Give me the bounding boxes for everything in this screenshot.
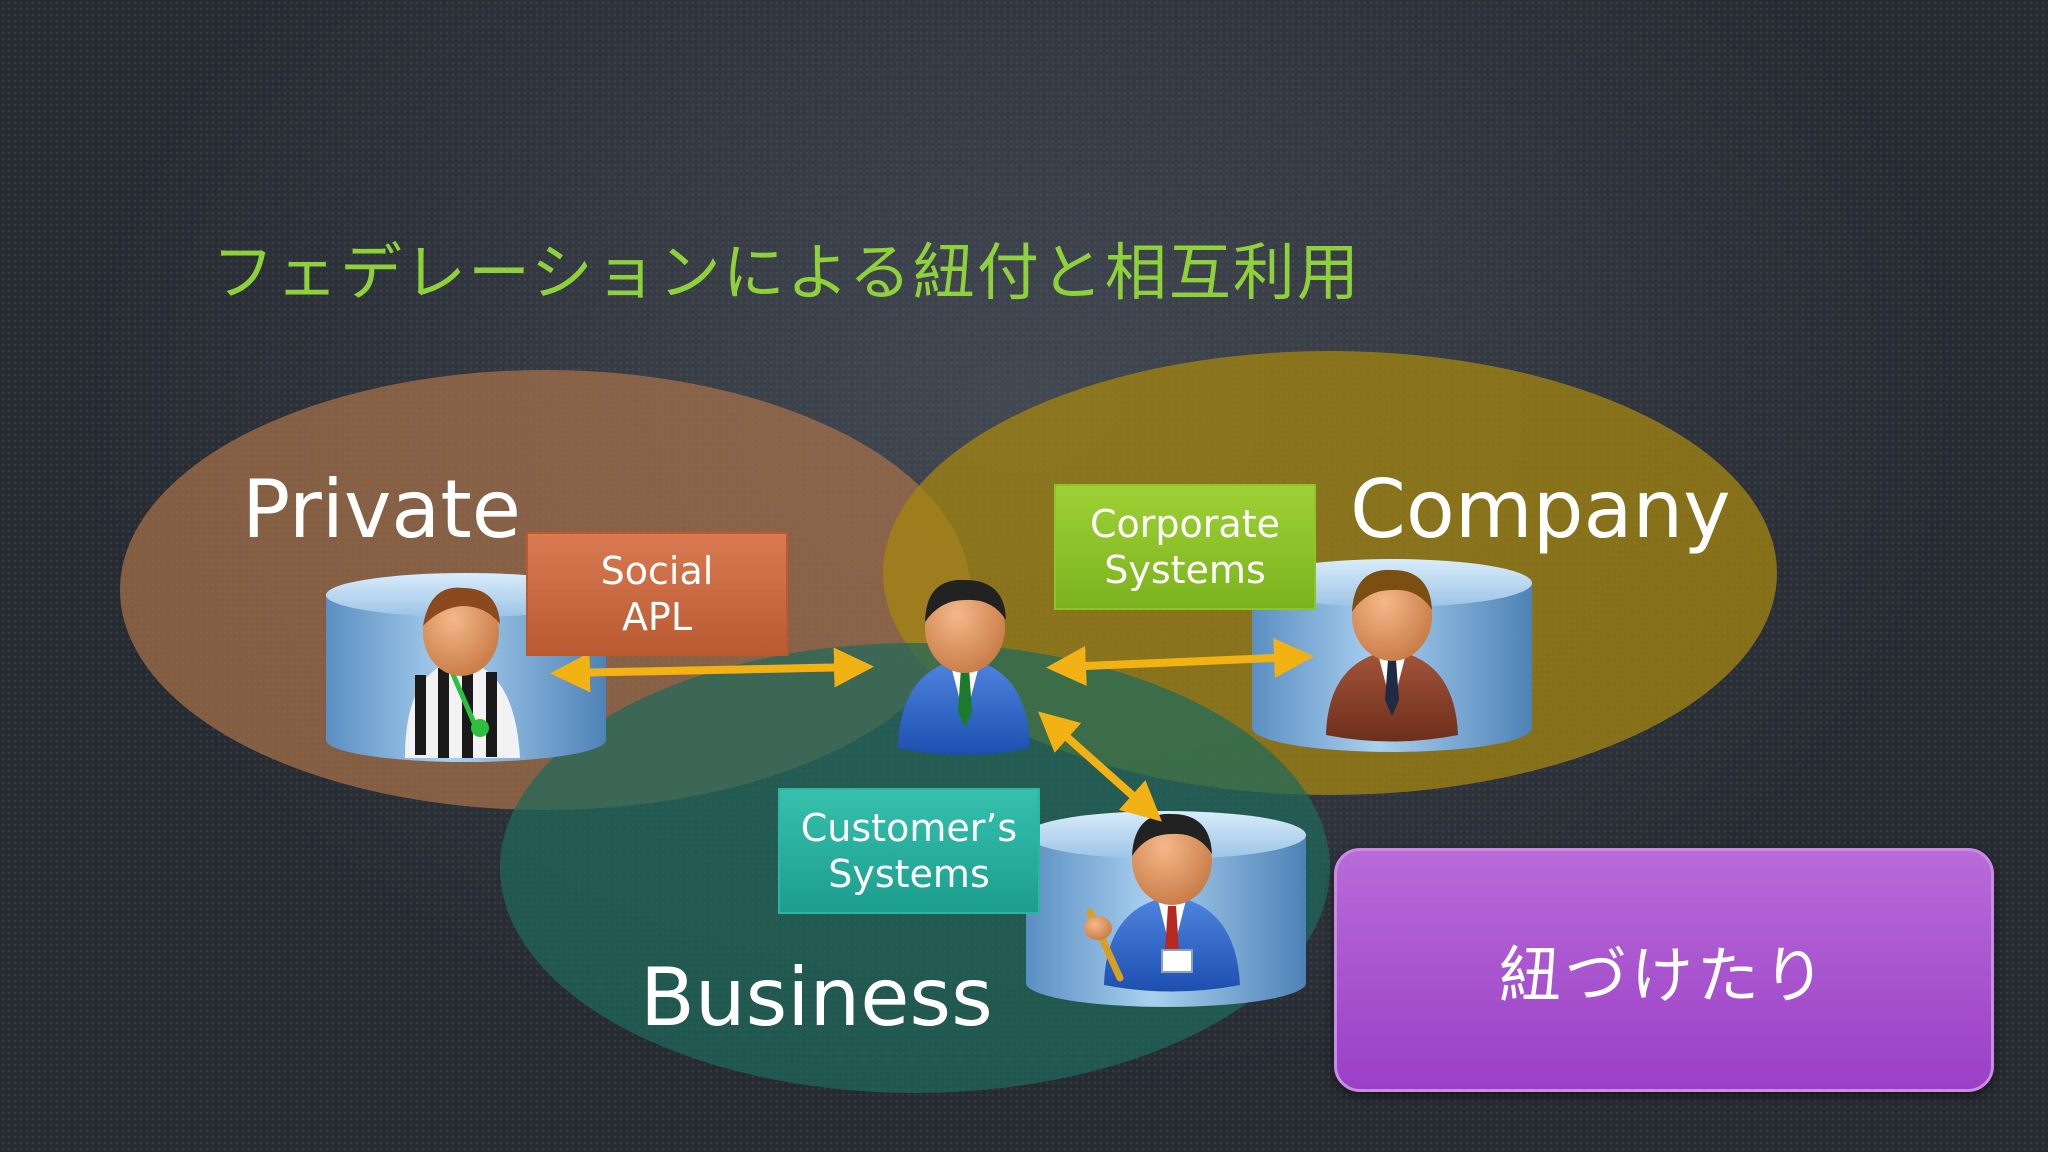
corporate-systems-box: Corporate Systems [1054,484,1316,610]
business-circle-label: Business [640,951,993,1044]
corporate-systems-line-1: Corporate [1090,502,1280,546]
social-apl-box: Social APL [526,532,788,656]
company-circle-label: Company [1350,463,1731,556]
link-action-button[interactable]: 紐づけたり [1334,848,1994,1092]
businessman-center-icon [898,579,1030,755]
customer-systems-line-2: Systems [828,852,990,896]
staff-with-badge-icon [1084,813,1240,992]
social-apl-line-1: Social [600,549,714,593]
social-apl-line-2: APL [621,595,693,639]
double-arrow-icon [1038,711,1162,822]
manager-person-icon [1326,569,1458,742]
customer-systems-box: Customer’s Systems [778,788,1040,914]
private-circle-label: Private [242,463,521,556]
referee-person-icon [405,587,520,758]
customer-systems-line-1: Customer’s [800,806,1018,850]
corporate-systems-line-2: Systems [1104,548,1266,592]
double-arrow-icon [550,647,874,693]
slide-title: フェデレーションによる紐付と相互利用 [212,236,1361,309]
double-arrow-icon [1046,638,1314,686]
